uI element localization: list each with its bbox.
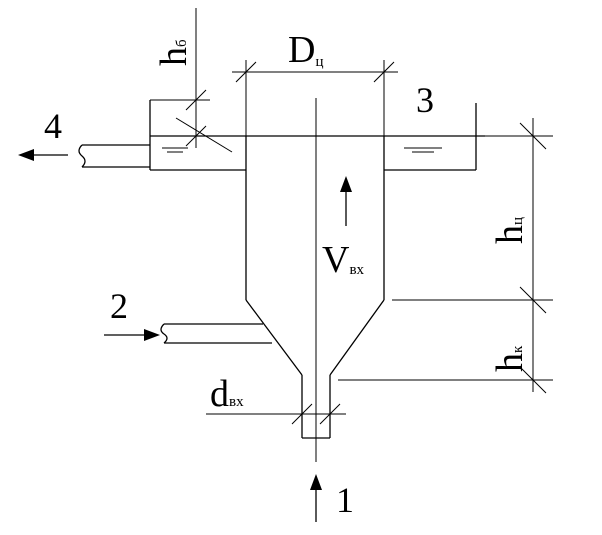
outlet-pipe xyxy=(78,144,150,168)
inlet-pipe xyxy=(160,323,272,344)
label-inlet-diameter: dвх xyxy=(210,373,244,415)
label-height-side: hб xyxy=(153,39,195,66)
label-height-cone: hк xyxy=(489,345,531,372)
inlet-arrow xyxy=(104,329,160,341)
side-height-dimension xyxy=(150,8,233,153)
label-height-cyl: hц xyxy=(489,217,531,244)
label-diameter: Dц xyxy=(288,29,323,71)
vessel-body xyxy=(245,136,385,439)
inflow-arrow xyxy=(310,474,322,522)
label-velocity: Vвх xyxy=(322,239,365,281)
outlet-arrow xyxy=(18,149,68,161)
liquid-level-right xyxy=(404,147,442,153)
inlet-diameter-dimension xyxy=(206,403,346,425)
height-dimensions xyxy=(338,118,553,394)
liquid-level-left xyxy=(162,147,188,153)
label-4: 4 xyxy=(44,106,62,146)
velocity-arrow xyxy=(340,176,352,226)
label-3: 3 xyxy=(416,80,434,120)
label-1: 1 xyxy=(336,480,354,520)
label-2: 2 xyxy=(110,286,128,326)
overflow-trough xyxy=(149,100,485,171)
diameter-dimension xyxy=(232,60,398,136)
